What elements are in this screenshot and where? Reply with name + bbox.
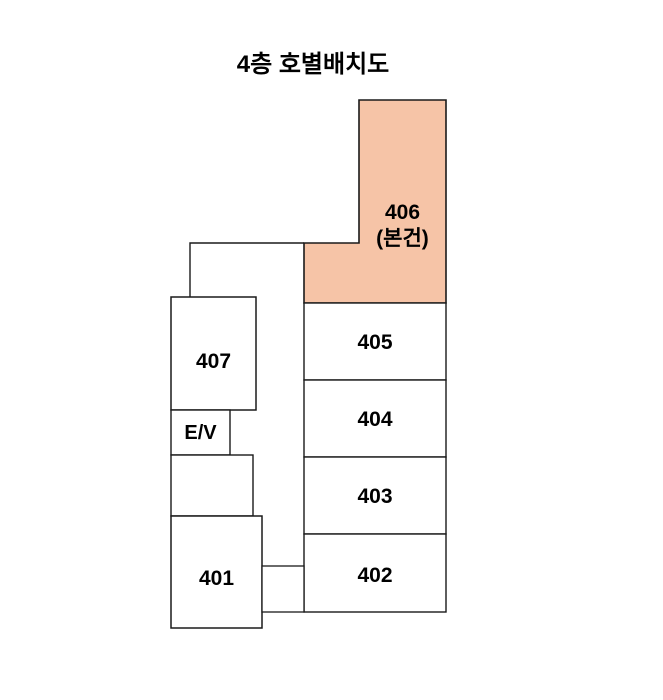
room-402-shape bbox=[303, 533, 447, 613]
room-403-shape bbox=[303, 456, 447, 535]
elevator-shape bbox=[170, 409, 231, 456]
room-404-shape bbox=[303, 379, 447, 458]
room-405-shape bbox=[303, 302, 447, 381]
connector-shape bbox=[261, 565, 305, 613]
room-401-shape bbox=[170, 515, 263, 629]
corridor-outline bbox=[189, 242, 304, 297]
room-407-shape bbox=[170, 296, 257, 411]
room-406-shape bbox=[303, 99, 447, 304]
page-title: 4층 호별배치도 bbox=[236, 51, 390, 78]
stair-area-shape bbox=[170, 454, 254, 517]
